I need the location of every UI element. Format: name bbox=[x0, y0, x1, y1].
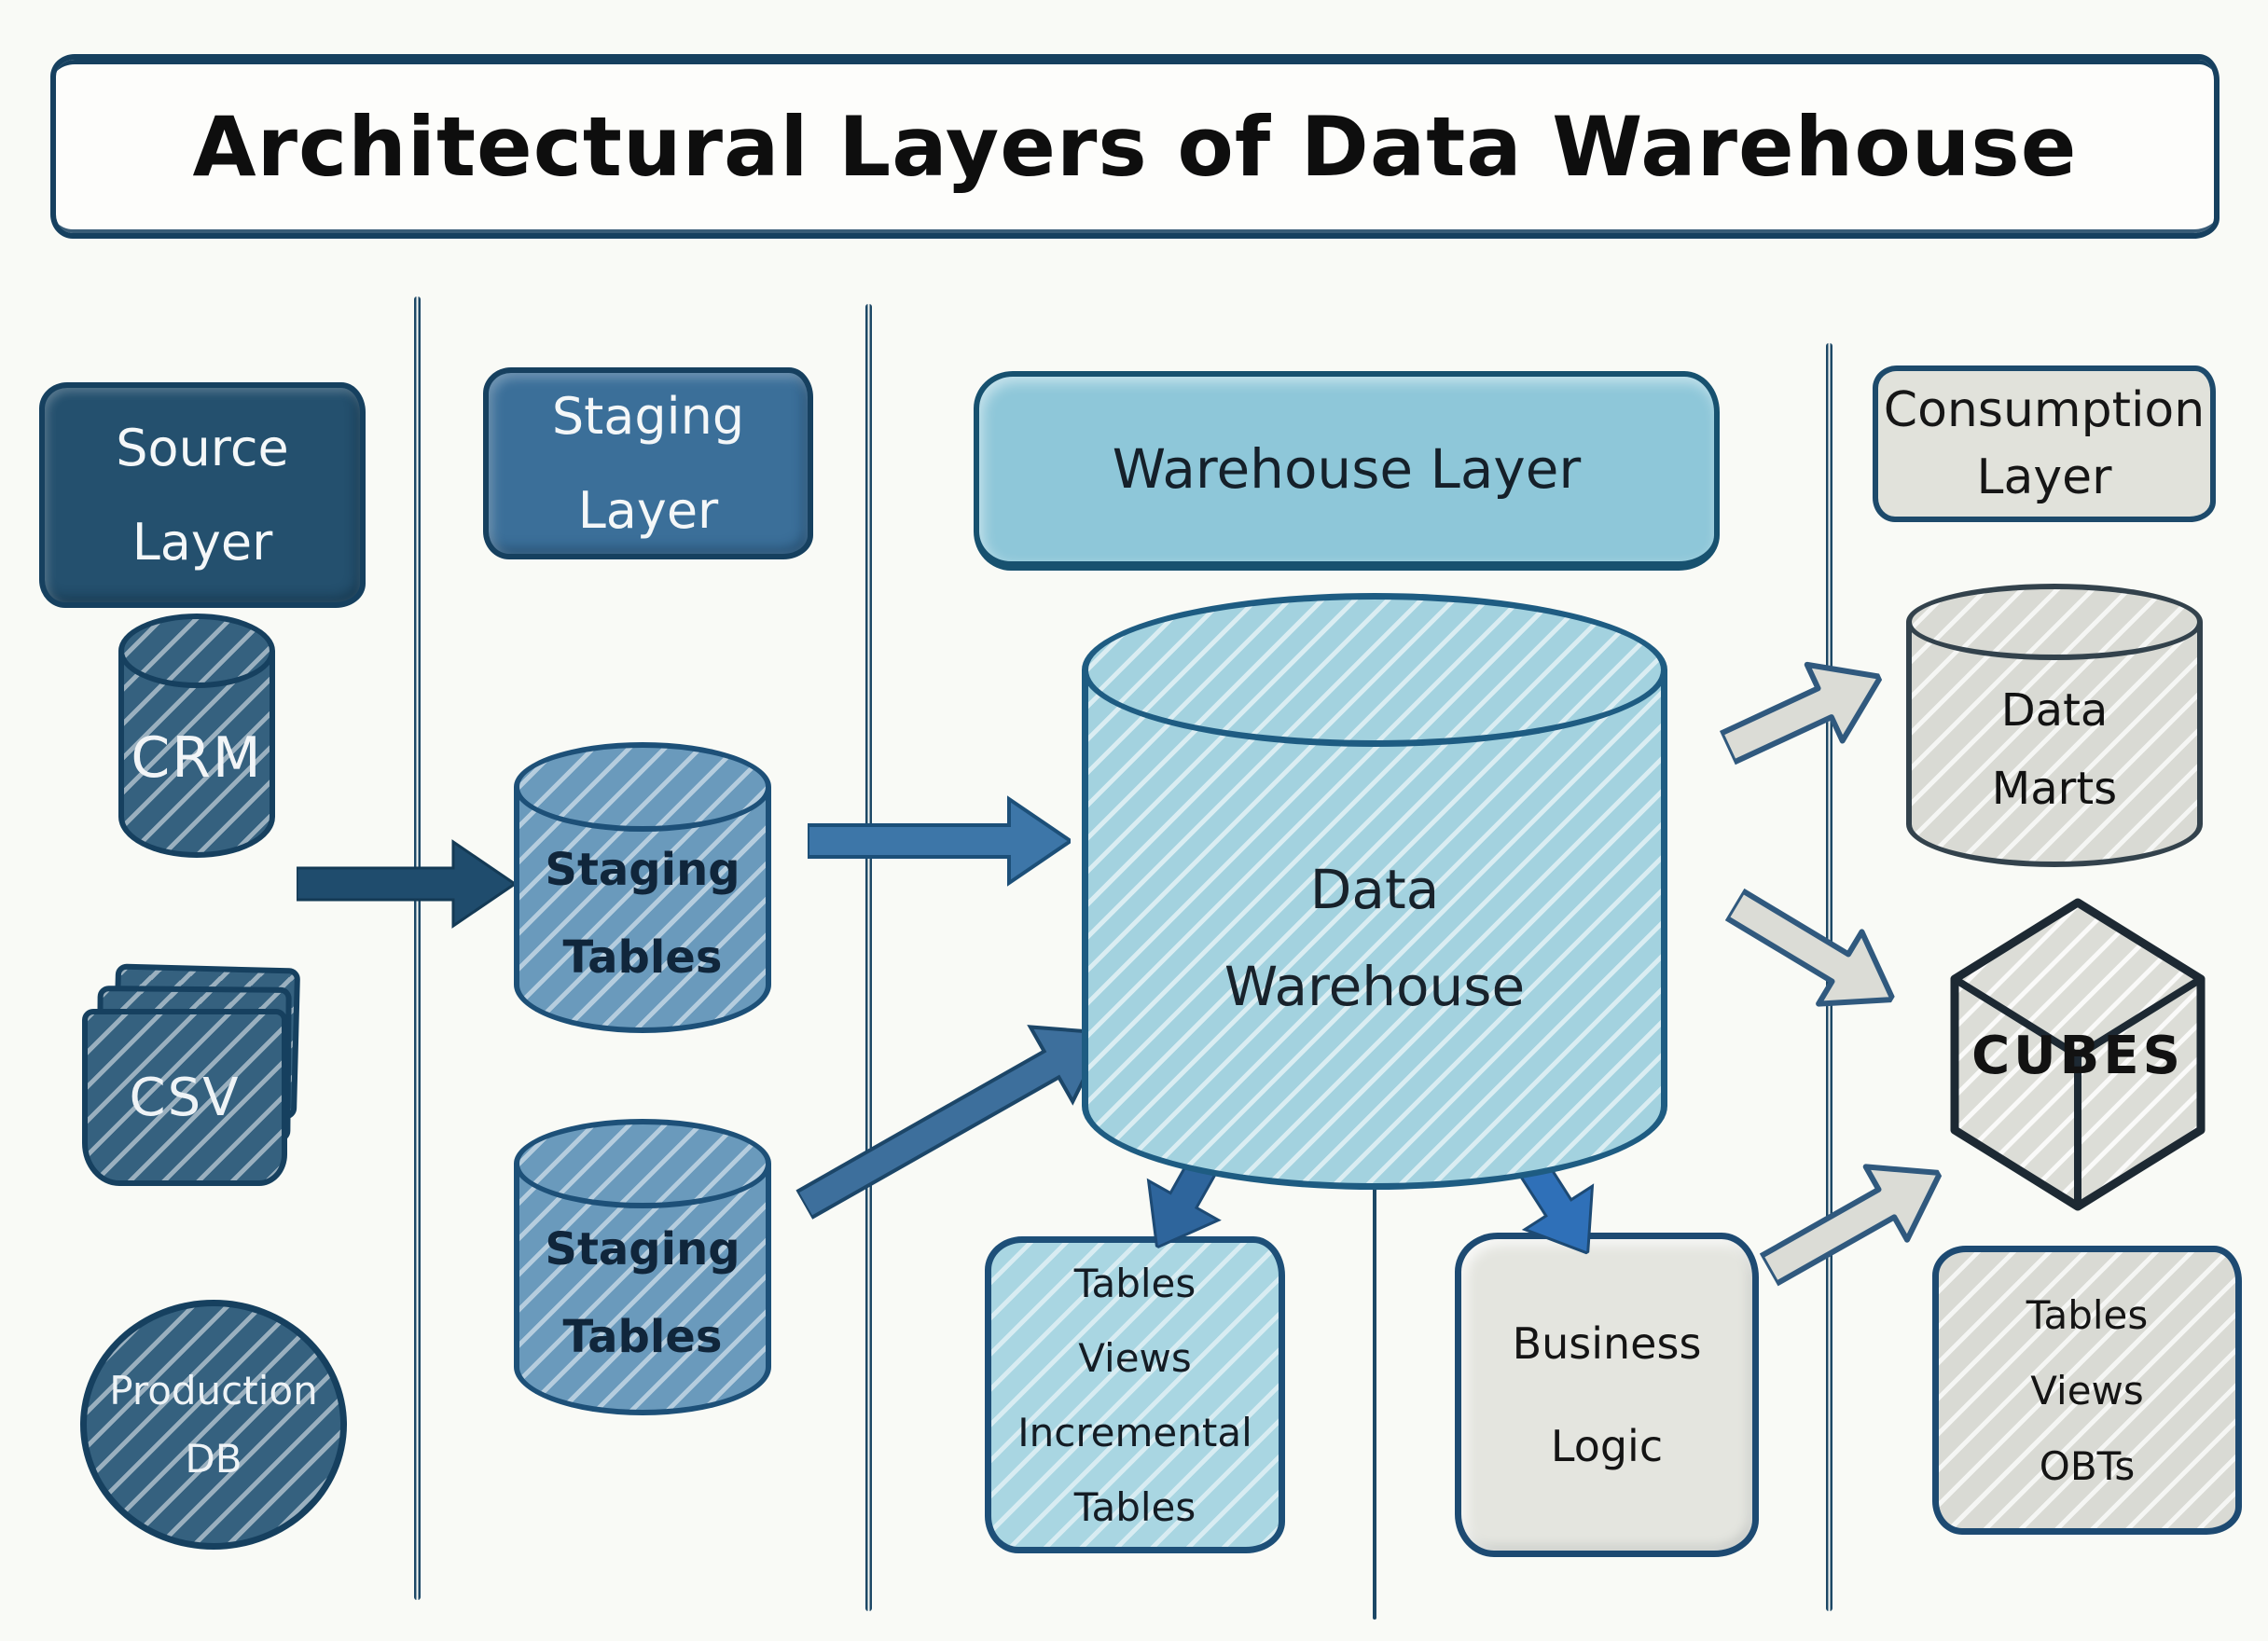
diagram-title: Architectural Layers of Data Warehouse bbox=[192, 98, 2078, 195]
warehouse-objects-box: Tables Views Incremental Tables bbox=[985, 1236, 1285, 1553]
label-line: Tables bbox=[562, 931, 723, 984]
production-db-label-group: Production DB bbox=[109, 1368, 317, 1482]
warehouse-layer-label: Warehouse Layer bbox=[1112, 437, 1582, 501]
consumption-objects-label-group: Tables Views OBTs bbox=[2026, 1292, 2149, 1489]
label-line: Layer bbox=[577, 481, 719, 540]
label-line: Tables bbox=[1073, 1260, 1196, 1306]
data-warehouse-label-group: Data Warehouse bbox=[1082, 593, 1667, 1190]
source-layer-header: Source Layer bbox=[39, 382, 366, 608]
label-line: Tables bbox=[2026, 1291, 2149, 1338]
label-line: DB bbox=[185, 1436, 242, 1482]
label-line: Views bbox=[2030, 1367, 2144, 1413]
business-logic-label-group: Business Logic bbox=[1513, 1318, 1702, 1471]
label-line: Views bbox=[1078, 1334, 1192, 1381]
csv-sheet-front: CSV bbox=[82, 1009, 287, 1186]
staging-layer-header: Staging Layer bbox=[483, 367, 813, 559]
cubes-label: CUBES bbox=[1971, 1026, 2184, 1086]
divider-warehouse-inner bbox=[1373, 1105, 1376, 1620]
cylinder-body bbox=[1906, 622, 2203, 867]
cylinder-top bbox=[1082, 593, 1667, 747]
consumption-layer-label: Consumption Layer bbox=[1884, 382, 2205, 505]
divider-staging-warehouse bbox=[865, 304, 872, 1611]
label-line: Logic bbox=[1550, 1421, 1664, 1471]
cylinder-top bbox=[514, 742, 771, 832]
staging-tables-cylinder-2: Staging Tables bbox=[514, 1119, 771, 1415]
label-line: Business bbox=[1512, 1318, 1702, 1369]
source-layer-label: Source Layer bbox=[116, 419, 288, 572]
crm-database-cylinder: CRM bbox=[118, 614, 275, 858]
arrow-business-logic-to-obts bbox=[1746, 1133, 1963, 1311]
data-marts-cylinder: Data Marts bbox=[1906, 584, 2203, 867]
label-line: Data bbox=[2000, 684, 2109, 737]
arrow-staging1-to-warehouse bbox=[806, 794, 1074, 888]
staging-tables-cylinder-1: Staging Tables bbox=[514, 742, 771, 1033]
label-line: Source bbox=[116, 419, 289, 477]
label-line: Staging bbox=[545, 844, 740, 896]
data-warehouse-cylinder: Data Warehouse bbox=[1082, 593, 1667, 1190]
label-line: Staging bbox=[545, 1223, 740, 1276]
label-line: Data bbox=[1309, 858, 1440, 921]
warehouse-layer-header: Warehouse Layer bbox=[974, 371, 1720, 571]
cylinder-top bbox=[118, 614, 275, 688]
cylinder-body bbox=[118, 651, 275, 858]
label-line: Staging bbox=[551, 387, 745, 446]
cylinder-body bbox=[1082, 669, 1667, 1190]
divider-source-staging bbox=[414, 296, 421, 1600]
business-logic-box: Business Logic bbox=[1455, 1233, 1759, 1557]
cylinder-top bbox=[514, 1119, 771, 1208]
title-banner: Architectural Layers of Data Warehouse bbox=[50, 54, 2220, 239]
label-line: Consumption bbox=[1883, 382, 2206, 438]
cylinder-top bbox=[1906, 584, 2203, 660]
label-line: Tables bbox=[562, 1311, 723, 1363]
label-line: Warehouse bbox=[1224, 955, 1526, 1018]
data-marts-label-group: Data Marts bbox=[1906, 584, 2203, 867]
staging-tables-1-label-group: Staging Tables bbox=[514, 742, 771, 1033]
label-line: Incremental bbox=[1017, 1409, 1252, 1455]
label-line: Marts bbox=[1991, 763, 2118, 815]
arrow-warehouse-to-data-marts bbox=[1708, 635, 1900, 791]
csv-files-stack: CSV bbox=[80, 963, 319, 1195]
csv-label: CSV bbox=[129, 1067, 241, 1128]
staging-layer-label: Staging Layer bbox=[552, 387, 744, 540]
label-line: Layer bbox=[131, 513, 273, 572]
warehouse-objects-label-group: Tables Views Incremental Tables bbox=[1017, 1261, 1252, 1530]
consumption-objects-box: Tables Views OBTs bbox=[1932, 1246, 2242, 1535]
crm-label-group: CRM bbox=[118, 614, 275, 858]
label-line: Tables bbox=[1073, 1483, 1196, 1530]
cubes-shape: CUBES bbox=[1947, 895, 2208, 1214]
arrow-staging2-to-warehouse bbox=[781, 992, 1130, 1245]
label-line: Layer bbox=[1976, 449, 2112, 505]
label-line: OBTs bbox=[2039, 1442, 2136, 1489]
consumption-layer-header: Consumption Layer bbox=[1873, 365, 2216, 522]
cube-icon bbox=[1950, 898, 2206, 1211]
production-db-circle: Production DB bbox=[80, 1300, 347, 1550]
arrow-warehouse-to-cubes bbox=[1710, 864, 1916, 1040]
staging-tables-2-label-group: Staging Tables bbox=[514, 1119, 771, 1415]
label-line: Production bbox=[109, 1368, 318, 1413]
crm-label: CRM bbox=[131, 725, 263, 791]
arrow-source-to-staging bbox=[295, 837, 518, 931]
